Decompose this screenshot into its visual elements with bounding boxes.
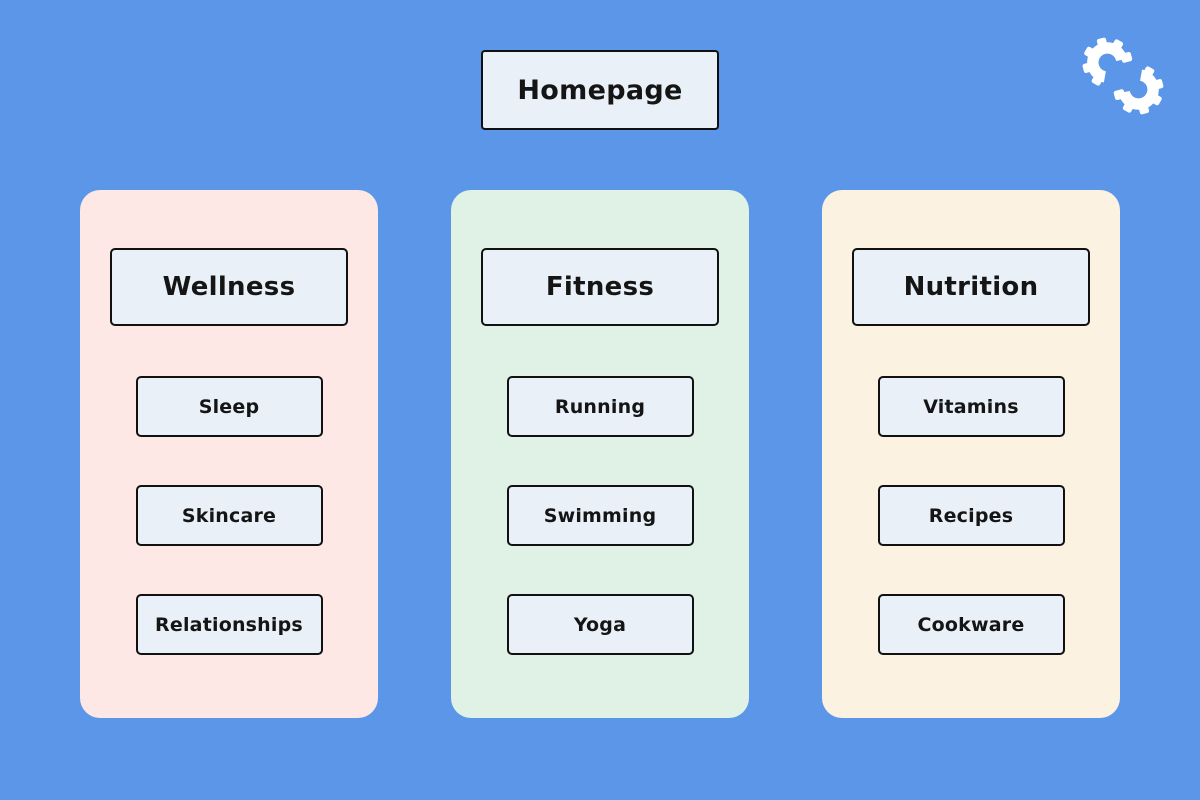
category-title-nutrition: Nutrition	[852, 248, 1090, 326]
homepage-node: Homepage	[481, 50, 719, 130]
gear-bottom-right	[1113, 66, 1164, 115]
node-recipes: Recipes	[877, 485, 1065, 546]
node-skincare: Skincare	[135, 485, 323, 546]
node-yoga: Yoga	[506, 594, 694, 655]
node-relationships: Relationships	[135, 594, 323, 655]
gears-logo-icon	[1082, 37, 1164, 115]
node-vitamins: Vitamins	[877, 376, 1065, 437]
node-sleep: Sleep	[135, 376, 323, 437]
category-title-wellness: Wellness	[110, 248, 348, 326]
node-cookware: Cookware	[877, 594, 1065, 655]
category-card-nutrition: Nutrition Vitamins Recipes Cookware	[822, 190, 1120, 718]
category-card-wellness: Wellness Sleep Skincare Relationships	[80, 190, 378, 718]
category-card-fitness: Fitness Running Swimming Yoga	[451, 190, 749, 718]
category-title-fitness: Fitness	[481, 248, 719, 326]
gear-top-left	[1082, 37, 1133, 86]
node-swimming: Swimming	[506, 485, 694, 546]
node-running: Running	[506, 376, 694, 437]
